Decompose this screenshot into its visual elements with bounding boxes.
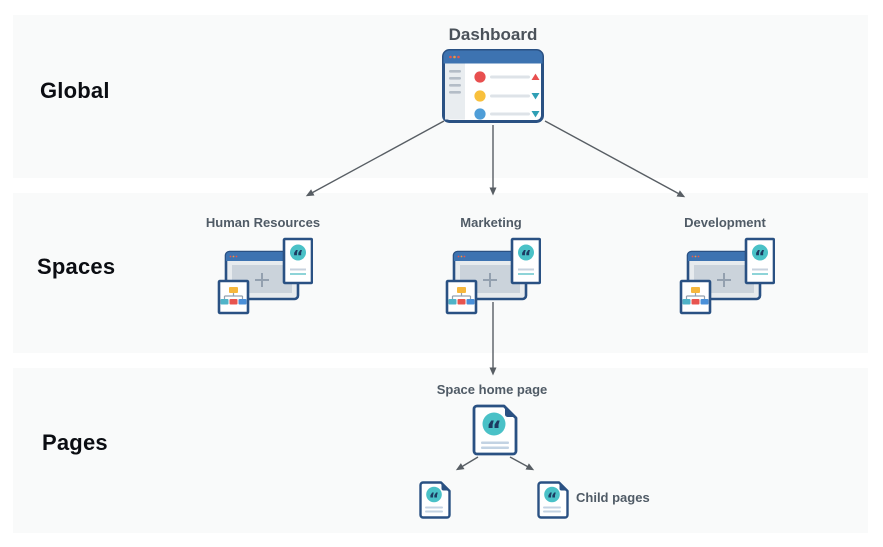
page-fold-corner — [441, 482, 450, 491]
child-page-icon: “ — [419, 481, 451, 519]
browser-titlebar — [443, 50, 543, 64]
arrow-home-to-right-child — [509, 456, 535, 471]
page-fold-corner — [559, 482, 568, 491]
global-band — [13, 15, 868, 178]
quote-page-icon: “ — [744, 237, 775, 285]
browser-titlebar — [688, 252, 760, 261]
child-pages-label: Child pages — [576, 490, 650, 505]
plus-icon — [255, 273, 269, 287]
space-marketing: Marketing “ — [411, 215, 571, 325]
page-fold-corner — [505, 406, 516, 417]
space-home-page-icon: “ — [472, 404, 518, 456]
arrow-home-to-left-child — [455, 456, 479, 471]
section-label-global: Global — [40, 78, 110, 103]
svg-text:“: “ — [520, 248, 531, 268]
svg-text:“: “ — [429, 489, 440, 508]
dashboard-label: Dashboard — [448, 25, 538, 44]
space-development: Development “ — [645, 215, 805, 325]
space-home-page-label: Space home page — [436, 382, 548, 397]
plus-icon — [717, 273, 731, 287]
space-human-resources: Human Resources “ — [183, 215, 343, 325]
space-label-marketing: Marketing — [460, 215, 522, 230]
svg-text:“: “ — [754, 248, 765, 268]
dashboard-rows — [474, 71, 540, 120]
triangle-down-icon — [531, 111, 540, 118]
arrow-dashboard-to-hr — [305, 120, 445, 197]
org-chart-page-icon — [445, 279, 478, 315]
section-label-spaces: Spaces — [37, 254, 116, 279]
triangle-up-icon — [531, 73, 540, 80]
section-label-pages: Pages — [42, 430, 108, 455]
child-page-icon: “ — [537, 481, 569, 519]
org-chart-page-icon — [217, 279, 250, 315]
svg-text:“: “ — [292, 248, 303, 268]
space-label-development: Development — [684, 215, 766, 230]
space-window-cluster-icon: “ — [445, 237, 541, 315]
browser-titlebar — [226, 252, 298, 261]
quote-page-icon: “ — [510, 237, 541, 285]
svg-text:“: “ — [547, 489, 558, 508]
dashboard-window-icon — [442, 49, 544, 123]
quote-page-icon: “ — [282, 237, 313, 285]
space-label-human-resources: Human Resources — [205, 215, 321, 230]
org-chart-page-icon — [679, 279, 712, 315]
arrow-dashboard-to-development — [544, 120, 686, 198]
browser-titlebar — [454, 252, 526, 261]
sidebar-lines — [449, 70, 461, 94]
plus-icon — [483, 273, 497, 287]
svg-text:“: “ — [486, 416, 502, 444]
space-window-cluster-icon: “ — [217, 237, 313, 315]
space-window-cluster-icon: “ — [679, 237, 775, 315]
triangle-down-icon — [531, 93, 540, 100]
